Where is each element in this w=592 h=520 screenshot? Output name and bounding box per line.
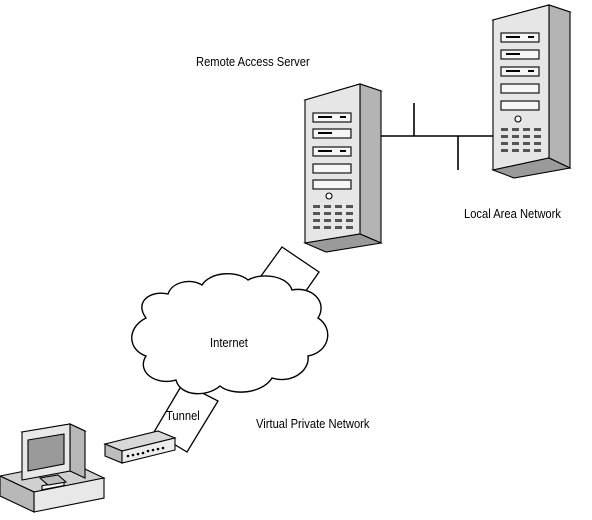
tunnel-lower-segment [153, 382, 219, 453]
tunnel-label: Tunnel [166, 408, 200, 423]
remote-access-server-label: Remote Access Server [196, 54, 310, 69]
internet-label: Internet [210, 335, 248, 350]
desktop-computer-icon [0, 423, 106, 513]
local-area-network-label: Local Area Network [464, 206, 561, 221]
virtual-private-network-label: Virtual Private Network [256, 416, 370, 431]
modem-icon [103, 430, 177, 464]
server-tower-icon [303, 83, 383, 253]
cloud-icon [131, 273, 329, 395]
lan-server-tower-icon [491, 4, 572, 179]
lan-connection-lines [380, 103, 495, 170]
